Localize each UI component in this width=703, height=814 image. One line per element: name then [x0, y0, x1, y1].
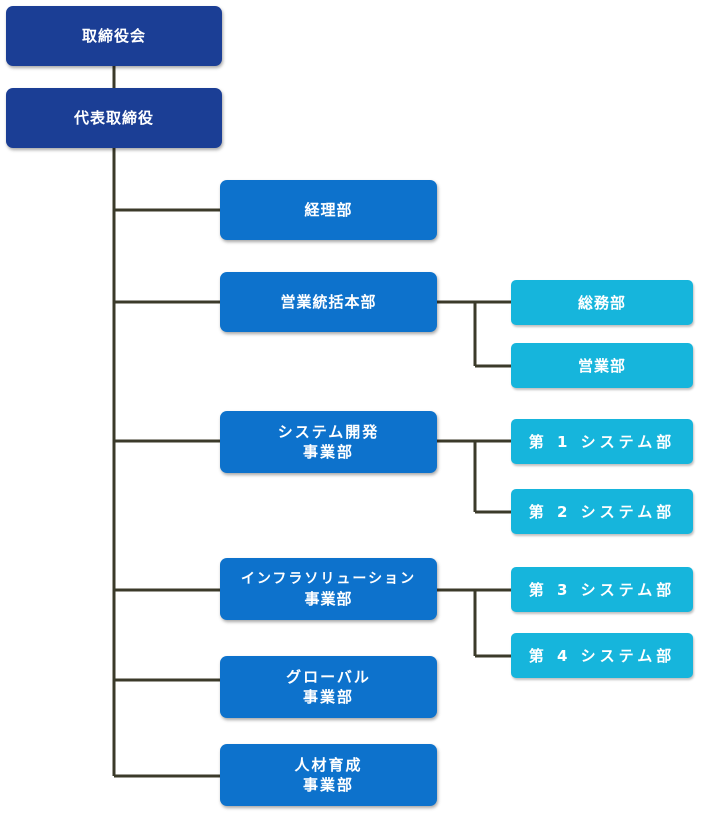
president-box: 代表取締役	[6, 88, 222, 148]
sysdev-label-line1: システム開発	[277, 423, 380, 441]
general-affairs-box: 総務部	[511, 280, 693, 325]
global-label-line2: 事業部	[302, 688, 354, 706]
sales-hq-label: 営業統括本部	[280, 293, 377, 311]
sys4-label: 第 4 システム部	[528, 646, 676, 665]
president-label: 代表取締役	[73, 109, 154, 127]
sysdev-label-line2: 事業部	[302, 443, 354, 461]
general-affairs-label: 総務部	[577, 293, 626, 312]
sales-box: 営業部	[511, 343, 693, 388]
hr-label-line1: 人材育成	[294, 756, 363, 774]
sales-hq-box: 営業統括本部	[220, 272, 437, 332]
hr-box: 人材育成 事業部	[220, 744, 437, 806]
sys3-label: 第 3 システム部	[528, 580, 676, 599]
board-box: 取締役会	[6, 6, 222, 66]
hr-label-line2: 事業部	[302, 776, 354, 794]
sales-label: 営業部	[577, 356, 626, 375]
infra-box: インフラソリューション 事業部	[220, 558, 437, 620]
global-box: グローバル 事業部	[220, 656, 437, 718]
sys3-box: 第 3 システム部	[511, 567, 693, 612]
sys1-box: 第 1 システム部	[511, 419, 693, 464]
accounting-label: 経理部	[304, 201, 353, 219]
sys2-box: 第 2 システム部	[511, 489, 693, 534]
infra-label-line1: インフラソリューション	[240, 571, 417, 587]
sys2-label: 第 2 システム部	[528, 502, 676, 521]
sys1-label: 第 1 システム部	[528, 432, 676, 451]
sysdev-box: システム開発 事業部	[220, 411, 437, 473]
accounting-box: 経理部	[220, 180, 437, 240]
global-label-line1: グローバル	[286, 668, 371, 686]
board-label: 取締役会	[81, 27, 146, 45]
sys4-box: 第 4 システム部	[511, 633, 693, 678]
infra-label-line2: 事業部	[304, 590, 353, 608]
